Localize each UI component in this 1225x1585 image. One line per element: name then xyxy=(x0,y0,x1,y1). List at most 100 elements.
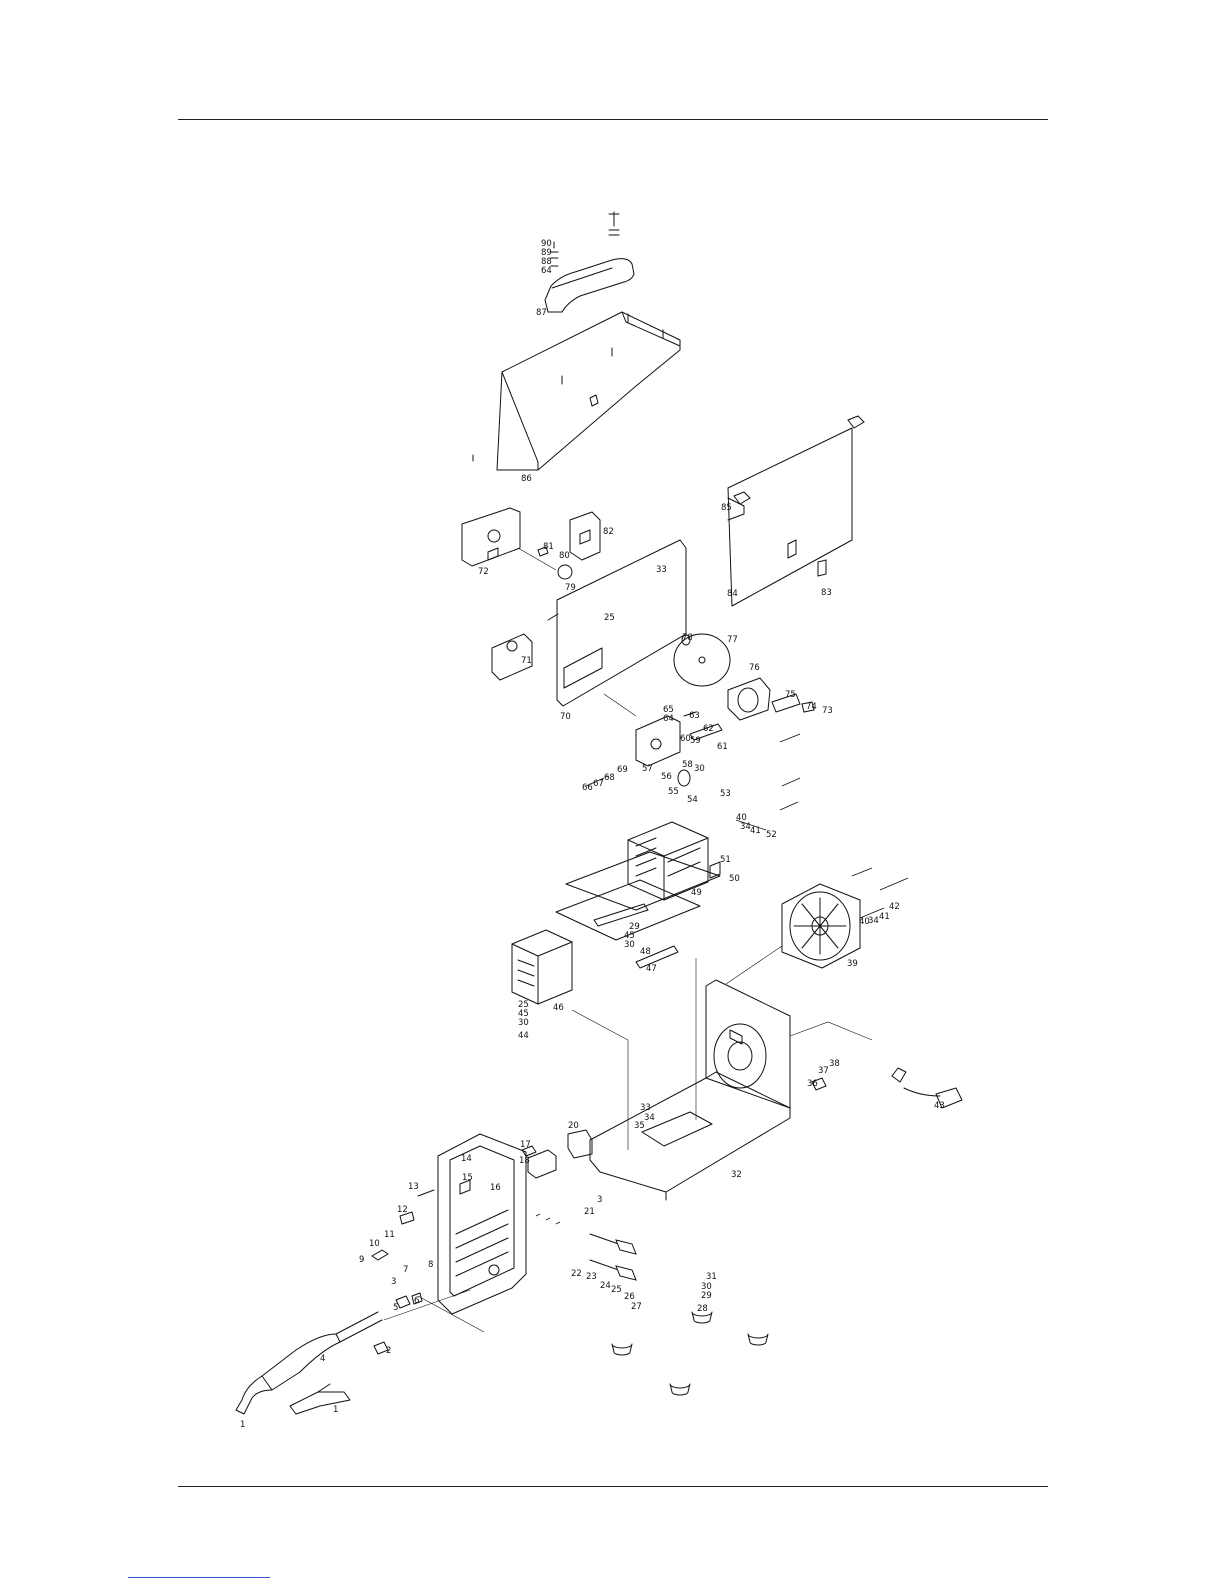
part-label-part-56: 56 xyxy=(661,772,672,782)
part-label-part-41b: 41 xyxy=(879,912,890,922)
part-label-part-23: 23 xyxy=(586,1272,597,1282)
part-label-part-6: 6 xyxy=(414,1296,419,1306)
part-label-part-1b: 1 xyxy=(240,1420,245,1430)
part-label-part-28: 28 xyxy=(697,1304,708,1314)
part-label-part-11: 11 xyxy=(384,1230,395,1240)
bracket-47 xyxy=(635,945,679,969)
spindle-75 xyxy=(771,693,801,713)
part-label-part-29a: 29 xyxy=(629,922,640,932)
part-label-part-59: 59 xyxy=(690,736,701,746)
part-label-part-53: 53 xyxy=(720,789,731,799)
part-label-part-58: 58 xyxy=(682,760,693,770)
part-label-part-12: 12 xyxy=(397,1205,408,1215)
output-sockets xyxy=(535,1213,637,1281)
switch-12 xyxy=(399,1211,415,1225)
front-panel xyxy=(437,1133,527,1315)
nut-74 xyxy=(801,701,815,713)
part-label-part-64b: 64 xyxy=(663,714,674,724)
part-label-part-10: 10 xyxy=(369,1239,380,1249)
part-label-part-24: 24 xyxy=(600,1281,611,1291)
part-label-part-40a: 40 xyxy=(736,813,747,823)
part-label-part-87: 87 xyxy=(536,308,547,318)
choke-46 xyxy=(511,929,573,1005)
part-label-part-79: 79 xyxy=(565,583,576,593)
part-label-part-84: 84 xyxy=(727,589,738,599)
part-label-part-88: 88 xyxy=(541,257,552,267)
bracket-48 xyxy=(593,903,649,927)
part-label-part-39: 39 xyxy=(847,959,858,969)
top-cover xyxy=(472,311,681,471)
part-label-part-30b: 30 xyxy=(624,940,635,950)
part-label-part-49: 49 xyxy=(691,888,702,898)
part-label-part-36: 36 xyxy=(807,1079,818,1089)
part-label-part-21: 21 xyxy=(584,1207,595,1217)
part-label-part-17: 17 xyxy=(520,1140,531,1150)
feeder-fasteners xyxy=(585,733,801,831)
part-label-part-45b: 45 xyxy=(518,1009,529,1019)
part-label-part-68: 68 xyxy=(604,773,615,783)
part-label-part-31: 31 xyxy=(706,1272,717,1282)
footer-link-underline[interactable] xyxy=(128,1577,270,1578)
part-label-part-82: 82 xyxy=(603,527,614,537)
part-label-part-5: 5 xyxy=(393,1303,398,1313)
part-label-part-81: 81 xyxy=(543,542,554,552)
part-label-part-83: 83 xyxy=(821,588,832,598)
part-label-part-80: 80 xyxy=(559,551,570,561)
part-label-part-46: 46 xyxy=(553,1003,564,1013)
part-label-part-33a: 33 xyxy=(656,565,667,575)
knob-81 xyxy=(537,546,549,557)
strain-relief-36 xyxy=(811,1077,827,1091)
part-label-part-16: 16 xyxy=(490,1183,501,1193)
part-label-part-85: 85 xyxy=(721,503,732,513)
insulator-50 xyxy=(709,861,721,879)
part-label-part-13: 13 xyxy=(408,1182,419,1192)
connector-2 xyxy=(373,1341,389,1355)
header-rule xyxy=(178,119,1048,120)
part-label-part-47: 47 xyxy=(646,964,657,974)
part-label-part-15: 15 xyxy=(462,1173,473,1183)
part-label-part-37: 37 xyxy=(818,1066,829,1076)
part-label-part-67: 67 xyxy=(593,779,604,789)
part-label-part-27: 27 xyxy=(631,1302,642,1312)
part-label-part-8: 8 xyxy=(428,1260,433,1270)
part-label-part-25b: 25 xyxy=(518,1000,529,1010)
part-label-part-34c: 34 xyxy=(644,1113,655,1123)
part-label-part-35: 35 xyxy=(634,1121,645,1131)
part-label-part-48: 48 xyxy=(640,947,651,957)
part-label-part-25a: 25 xyxy=(604,613,615,623)
transformer-49 xyxy=(627,821,709,901)
part-label-part-38: 38 xyxy=(829,1059,840,1069)
rear-panel xyxy=(705,979,791,1109)
part-label-part-2: 2 xyxy=(386,1346,391,1356)
part-label-part-66: 66 xyxy=(582,783,593,793)
part-label-part-40b: 40 xyxy=(859,917,870,927)
footer-rule xyxy=(178,1486,1048,1487)
part-label-part-75: 75 xyxy=(785,690,796,700)
ring-78 xyxy=(681,634,691,646)
rubber-feet xyxy=(611,1311,769,1396)
carry-handle xyxy=(544,211,635,313)
side-cover xyxy=(727,415,865,607)
part-label-part-71: 71 xyxy=(521,656,532,666)
fan-fasteners xyxy=(851,867,909,919)
part-label-part-1a: 1 xyxy=(333,1405,338,1415)
part-label-part-78: 78 xyxy=(682,633,693,643)
part-label-part-54: 54 xyxy=(687,795,698,805)
terminal-17 xyxy=(521,1145,537,1157)
part-label-part-86: 86 xyxy=(521,474,532,484)
part-label-part-50: 50 xyxy=(729,874,740,884)
part-label-part-89: 89 xyxy=(541,248,552,258)
part-label-part-69: 69 xyxy=(617,765,628,775)
part-label-part-74: 74 xyxy=(806,702,817,712)
part-label-part-30a: 30 xyxy=(694,764,705,774)
wire-feeder-57 xyxy=(635,711,723,787)
part-label-part-52: 52 xyxy=(766,830,777,840)
rectifier-20 xyxy=(567,1129,593,1159)
part-label-part-4: 4 xyxy=(320,1354,325,1364)
part-label-part-44: 44 xyxy=(518,1031,529,1041)
euro-connector-5-6 xyxy=(395,1292,423,1309)
part-label-part-25c: 25 xyxy=(611,1285,622,1295)
part-label-part-76: 76 xyxy=(749,663,760,673)
